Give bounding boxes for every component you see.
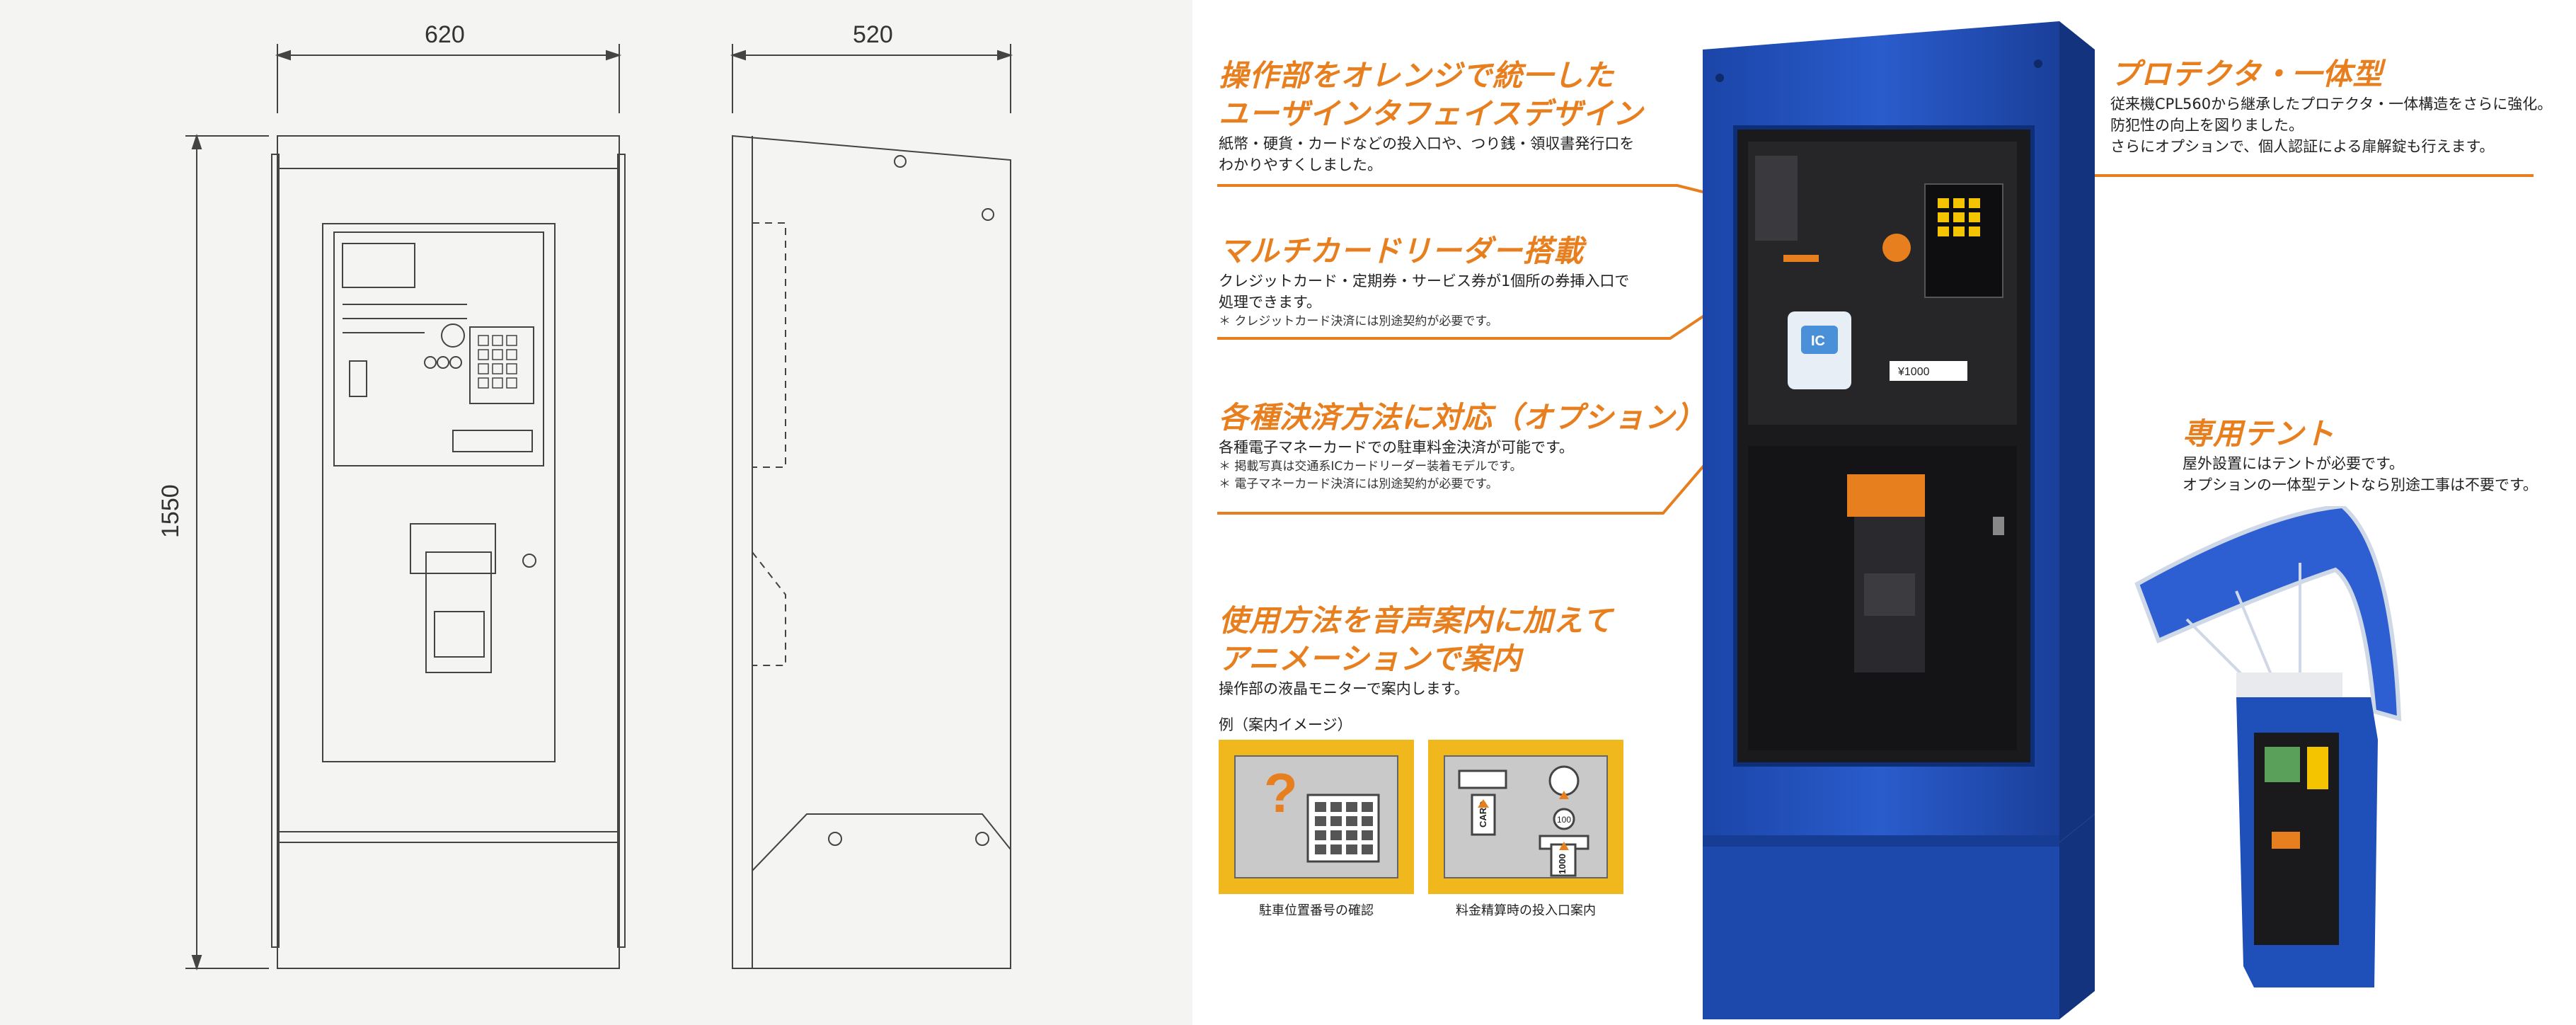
feature-body: オプションの一体型テントなら別途工事は不要です。 (2183, 476, 2538, 493)
example-screen: CARD 100 1000 (1444, 755, 1608, 878)
feature-heading: 使用方法を音声案内に加えて (1219, 603, 1613, 638)
feature-note: ＊ 掲載写真は交通系ICカードリーダー装着モデルです。 (1219, 459, 1522, 474)
feature-body: 屋外設置にはテントが必要です。 (2183, 455, 2404, 472)
feature-dedicated-tent: 専用テント 屋外設置にはテントが必要です。 オプションの一体型テントなら別途工事… (2183, 415, 2538, 496)
feature-voice-animation: 使用方法を音声案内に加えて アニメーションで案内 操作部の液晶モニターで案内しま… (1219, 602, 1613, 699)
feature-body: 各種電子マネーカードでの駐車料金決済が可能です。 (1219, 439, 1574, 456)
example-caption: 駐車位置番号の確認 (1259, 903, 1374, 918)
example-screen: ? (1234, 755, 1398, 878)
examples-label: 例（案内イメージ） (1219, 716, 1352, 733)
feature-heading: 操作部をオレンジで統一した (1219, 58, 1615, 93)
feature-body: さらにオプションで、個人認証による扉解錠も行えます。 (2110, 138, 2495, 155)
height-label: 1550 (157, 484, 184, 538)
example-payment-slots: CARD 100 1000 (1428, 740, 1623, 894)
technical-drawing-panel: 620 520 1550 (0, 0, 1192, 1025)
parking-payment-machine-photo: IC ¥1000 (1703, 21, 2095, 1019)
dimension-drawing (185, 44, 1013, 971)
feature-multi-card-reader: マルチカードリーダー搭載 クレジットカード・定期券・サービス券が1個所の券挿入口… (1219, 232, 1629, 331)
feature-ui-design: 操作部をオレンジで統一した ユーザインタフェイスデザイン 紙幣・硬貨・カードなど… (1219, 57, 1643, 176)
feature-heading: プロテクタ・一体型 (2110, 57, 2384, 91)
ic-label: IC (1811, 333, 1825, 349)
tent-machine-photo (2134, 506, 2402, 987)
feature-heading: ユーザインタフェイスデザイン (1219, 96, 1643, 131)
side-depth-label: 520 (853, 21, 893, 48)
feature-heading: マルチカードリーダー搭載 (1219, 234, 1585, 268)
feature-heading: 専用テント (2183, 416, 2335, 451)
feature-payment-options: 各種決済方法に対応（オプション） 各種電子マネーカードでの駐車料金決済が可能です… (1219, 399, 1706, 493)
feature-body: 紙幣・硬貨・カードなどの投入口や、つり銭・領収書発行口を (1219, 135, 1635, 152)
feature-protector-integrated: プロテクタ・一体型 従来機CPL560から継承したプロテクタ・一体構造をさらに強… (2110, 55, 2552, 157)
feature-body: わかりやすくしました。 (1219, 156, 1382, 173)
front-width-label: 620 (425, 21, 465, 48)
feature-note: ＊ 電子マネーカード決済には別途契約が必要です。 (1219, 477, 1498, 491)
coin-label: 100 (1557, 815, 1571, 825)
feature-heading: アニメーションで案内 (1219, 641, 1522, 676)
feature-body: 防犯性の向上を図りました。 (2110, 117, 2304, 134)
feature-body: 操作部の液晶モニターで案内します。 (1219, 680, 1469, 697)
feature-note: ＊ クレジットカード決済には別途契約が必要です。 (1219, 314, 1498, 328)
example-caption: 料金精算時の投入口案内 (1456, 903, 1596, 918)
feature-heading: 各種決済方法に対応（オプション） (1219, 400, 1706, 435)
bill-label: 1000 (1557, 854, 1568, 874)
question-keypad-icon: ? (1264, 762, 1380, 863)
price-label: ¥1000 (1897, 366, 1930, 378)
card-coin-bill-slot-icon: CARD 100 1000 (1458, 765, 1589, 877)
feature-body: 従来機CPL560から継承したプロテクタ・一体構造をさらに強化。 (2110, 96, 2553, 113)
example-position-check: ? (1219, 740, 1414, 894)
svg-text:?: ? (1264, 762, 1298, 824)
feature-body: クレジットカード・定期券・サービス券が1個所の券挿入口で (1219, 273, 1630, 290)
feature-body: 処理できます。 (1219, 294, 1321, 311)
